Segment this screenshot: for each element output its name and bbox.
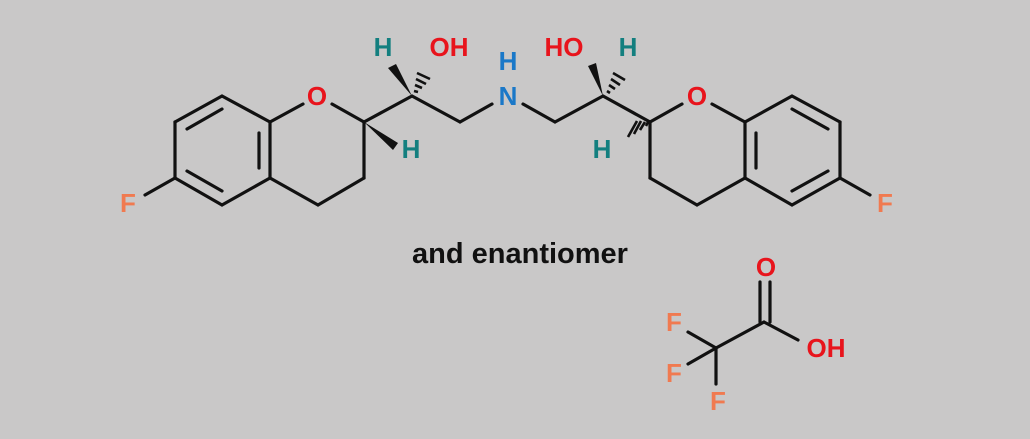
hydrogen-label: H <box>402 134 421 164</box>
bond <box>220 176 272 207</box>
bond <box>790 176 842 207</box>
bond <box>743 94 794 124</box>
bond <box>601 94 652 124</box>
bond <box>648 176 699 207</box>
hydroxyl-label: HO <box>545 32 584 62</box>
left-chain <box>362 64 494 124</box>
bond <box>648 102 684 124</box>
right-chroman <box>626 94 872 207</box>
hydroxyl-label: OH <box>430 32 469 62</box>
bond <box>838 176 872 197</box>
caption-text: and enantiomer <box>412 238 628 270</box>
bond <box>686 346 718 366</box>
fluorine-label: F <box>666 307 682 337</box>
bond <box>220 94 272 124</box>
fluorine-label: F <box>666 358 682 388</box>
bond <box>173 94 224 124</box>
bond <box>330 102 366 124</box>
bond <box>695 176 747 207</box>
hydrogen-label: H <box>374 32 393 62</box>
bond <box>268 102 305 124</box>
bond <box>458 102 494 124</box>
hash-bond <box>626 120 650 138</box>
double-bond-inner <box>185 169 224 193</box>
hash-bond <box>606 71 626 95</box>
amine-hydrogen-label: H <box>499 46 518 76</box>
right-chain <box>521 63 652 124</box>
bond <box>143 176 177 197</box>
bond <box>316 176 366 207</box>
fluorine-label: F <box>877 188 893 218</box>
bond <box>790 94 842 124</box>
oxygen-label: O <box>307 81 327 111</box>
bond <box>268 176 320 207</box>
oxygen-label: O <box>687 81 707 111</box>
bond <box>553 94 605 124</box>
wedge-bond <box>588 63 603 96</box>
bond <box>362 94 414 124</box>
bond <box>710 102 747 124</box>
bond <box>762 320 800 342</box>
trifluoroacetic-acid <box>686 280 800 386</box>
fluorine-label: F <box>120 188 136 218</box>
nitrogen-label: N <box>499 81 518 111</box>
wedge-bond <box>388 64 412 96</box>
hash-bond <box>413 71 431 94</box>
bond <box>714 320 766 350</box>
double-bond-inner <box>790 107 830 131</box>
fluorine-label: F <box>710 386 726 416</box>
bond <box>686 330 718 350</box>
bond <box>173 176 224 207</box>
bond <box>410 94 462 124</box>
double-bond-inner <box>185 107 224 131</box>
wedge-bond <box>364 122 398 150</box>
hydrogen-label: H <box>619 32 638 62</box>
bond <box>743 176 794 207</box>
hydroxyl-label: OH <box>807 333 846 363</box>
hydrogen-label: H <box>593 134 612 164</box>
bond <box>521 102 557 124</box>
carbonyl-oxygen-label: O <box>756 252 776 282</box>
double-bond-inner <box>790 169 830 193</box>
atom-labels: F O H OH H H N HO H O H F O OH F F F <box>120 32 893 416</box>
left-chroman <box>143 94 398 207</box>
